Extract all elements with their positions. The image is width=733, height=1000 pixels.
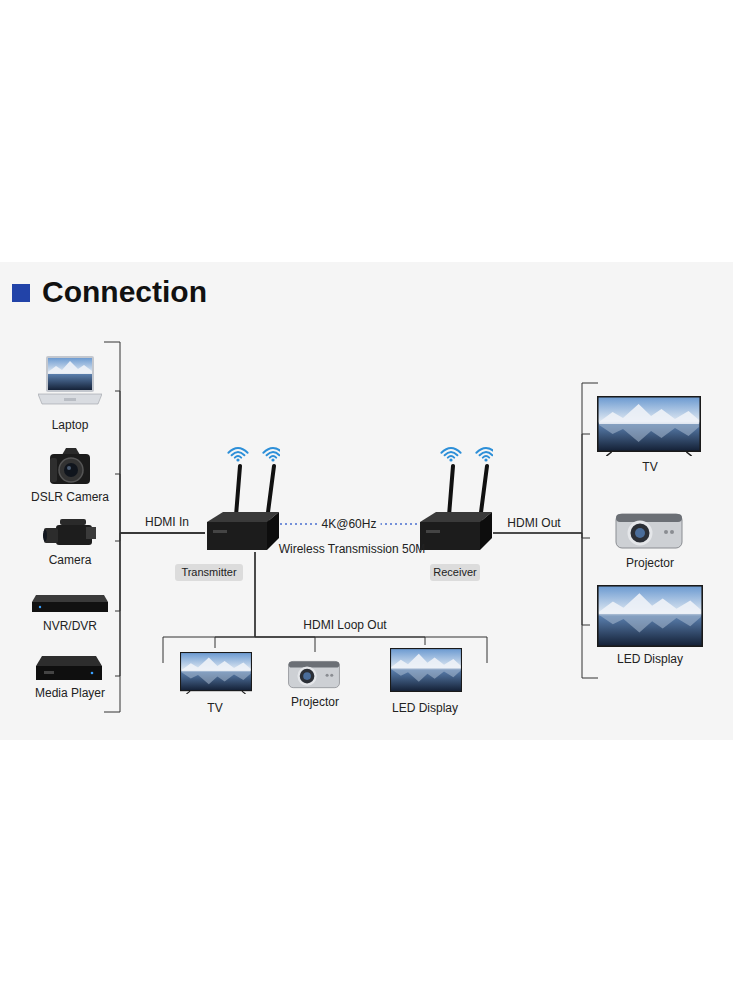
device-illustration xyxy=(390,648,462,692)
device-icon xyxy=(180,652,252,694)
device-label: TV xyxy=(590,460,710,474)
hdmi-cable xyxy=(493,434,590,533)
source-bracket xyxy=(104,342,120,712)
hdmi-cable xyxy=(493,533,590,538)
device-node: Media Player xyxy=(25,650,115,702)
hdmi-cable xyxy=(255,552,425,645)
device-node: TV xyxy=(590,392,710,476)
hdmi-cable xyxy=(493,533,590,625)
device-label: LED Display xyxy=(590,652,710,666)
device-illustration xyxy=(48,446,92,486)
device-icon xyxy=(36,654,102,682)
device-icon xyxy=(287,656,341,690)
device-illustration xyxy=(32,592,108,614)
panel-background xyxy=(0,262,733,740)
device-illustration xyxy=(205,440,280,552)
diagram-title: Connection xyxy=(42,274,207,310)
device-label: LED Display xyxy=(375,701,475,715)
device-icon xyxy=(38,352,102,410)
device-illustration xyxy=(287,656,341,690)
device-icon xyxy=(42,517,98,549)
device-label: DSLR Camera xyxy=(25,490,115,504)
device-illustration xyxy=(180,652,252,694)
device-icon xyxy=(597,396,701,456)
device-icon xyxy=(390,648,462,692)
device-label: Projector xyxy=(272,695,358,709)
device-label: Laptop xyxy=(25,418,115,432)
device-illustration xyxy=(614,508,684,550)
device-illustration xyxy=(42,517,98,549)
port-label: HDMI Out xyxy=(507,516,560,530)
link-label: 4K@60Hz xyxy=(318,517,381,531)
device-label: Media Player xyxy=(25,686,115,700)
port-label: HDMI Loop Out xyxy=(303,618,386,632)
device-node: Projector xyxy=(272,652,358,710)
device-illustration xyxy=(597,396,701,456)
device-tag: Transmitter xyxy=(175,564,243,581)
device-icon xyxy=(32,592,108,614)
port-label: Wireless Transmission 50M xyxy=(279,542,426,556)
title-square xyxy=(12,284,30,302)
hdmi-cable xyxy=(115,391,205,533)
device-node: TV xyxy=(170,648,260,714)
device-node: Camera xyxy=(25,513,115,569)
hdmi-cable xyxy=(115,533,205,541)
device-icon xyxy=(48,446,92,486)
transceiver-device: Receiver xyxy=(418,440,493,552)
device-node: LED Display xyxy=(375,645,475,715)
device-label: Camera xyxy=(25,553,115,567)
device-label: NVR/DVR xyxy=(25,619,115,633)
device-icon xyxy=(205,440,280,552)
port-label: HDMI In xyxy=(145,515,189,529)
device-tag: Receiver xyxy=(430,564,480,581)
device-illustration xyxy=(36,654,102,682)
device-icon xyxy=(614,508,684,550)
device-illustration xyxy=(38,352,102,410)
device-node: LED Display xyxy=(590,582,710,668)
device-label: TV xyxy=(170,701,260,715)
device-label: Projector xyxy=(590,556,710,570)
device-icon xyxy=(597,585,703,647)
device-node: Projector xyxy=(590,504,710,572)
device-illustration xyxy=(418,440,493,552)
hdmi-cable xyxy=(115,474,205,533)
device-node: Laptop xyxy=(25,348,115,434)
output-bracket xyxy=(582,383,598,678)
device-illustration xyxy=(597,585,703,647)
device-icon xyxy=(418,440,493,552)
device-node: DSLR Camera xyxy=(25,442,115,506)
device-node: NVR/DVR xyxy=(25,588,115,634)
transceiver-device: Transmitter xyxy=(205,440,280,552)
